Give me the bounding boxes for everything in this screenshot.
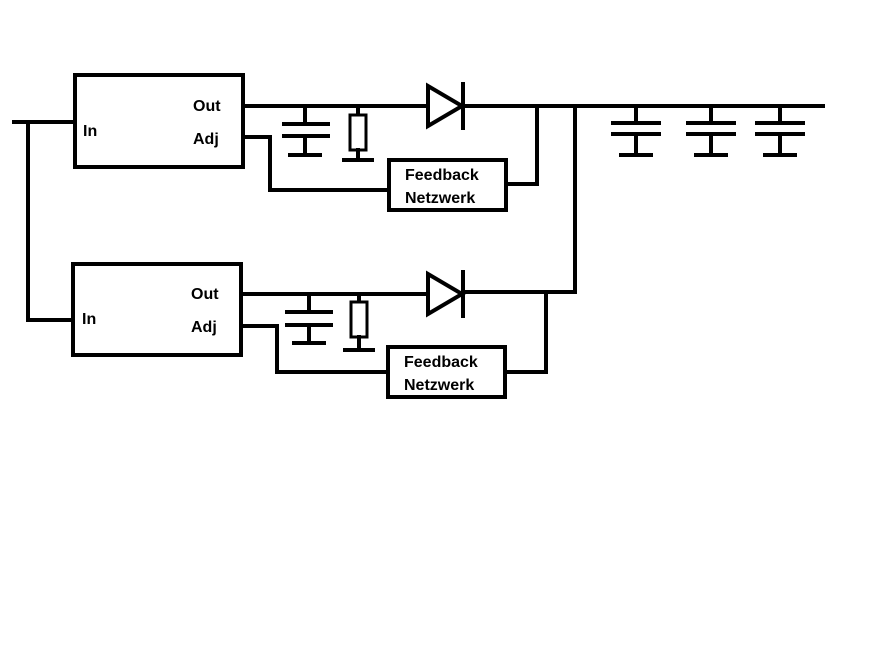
feedback-network-2-line1: Feedback: [404, 354, 478, 371]
regulator-2-in-label: In: [82, 311, 96, 328]
stage-2-wiring: [239, 290, 577, 374]
regulator-2: In Out Adj: [71, 262, 243, 357]
input-wiring: [12, 120, 76, 322]
feedback-network-1-line2: Netzwerk: [405, 190, 475, 207]
regulator-1-out-label: Out: [193, 98, 221, 115]
feedback-network-2: Feedback Netzwerk: [386, 345, 507, 399]
regulator-1-in-label: In: [83, 123, 97, 140]
feedback-network-2-line2: Netzwerk: [404, 377, 474, 394]
regulator-1: In Out Adj: [73, 73, 245, 169]
output-capacitors: [611, 104, 805, 157]
diode-2: [426, 270, 466, 318]
regulator-2-adj-label: Adj: [191, 319, 217, 336]
regulator-1-adj-label: Adj: [193, 131, 219, 148]
diode-1: [426, 82, 466, 130]
regulator-2-out-label: Out: [191, 286, 219, 303]
stage-1-wiring: [241, 104, 825, 192]
feedback-network-1: Feedback Netzwerk: [387, 158, 508, 212]
feedback-network-1-line1: Feedback: [405, 167, 479, 184]
